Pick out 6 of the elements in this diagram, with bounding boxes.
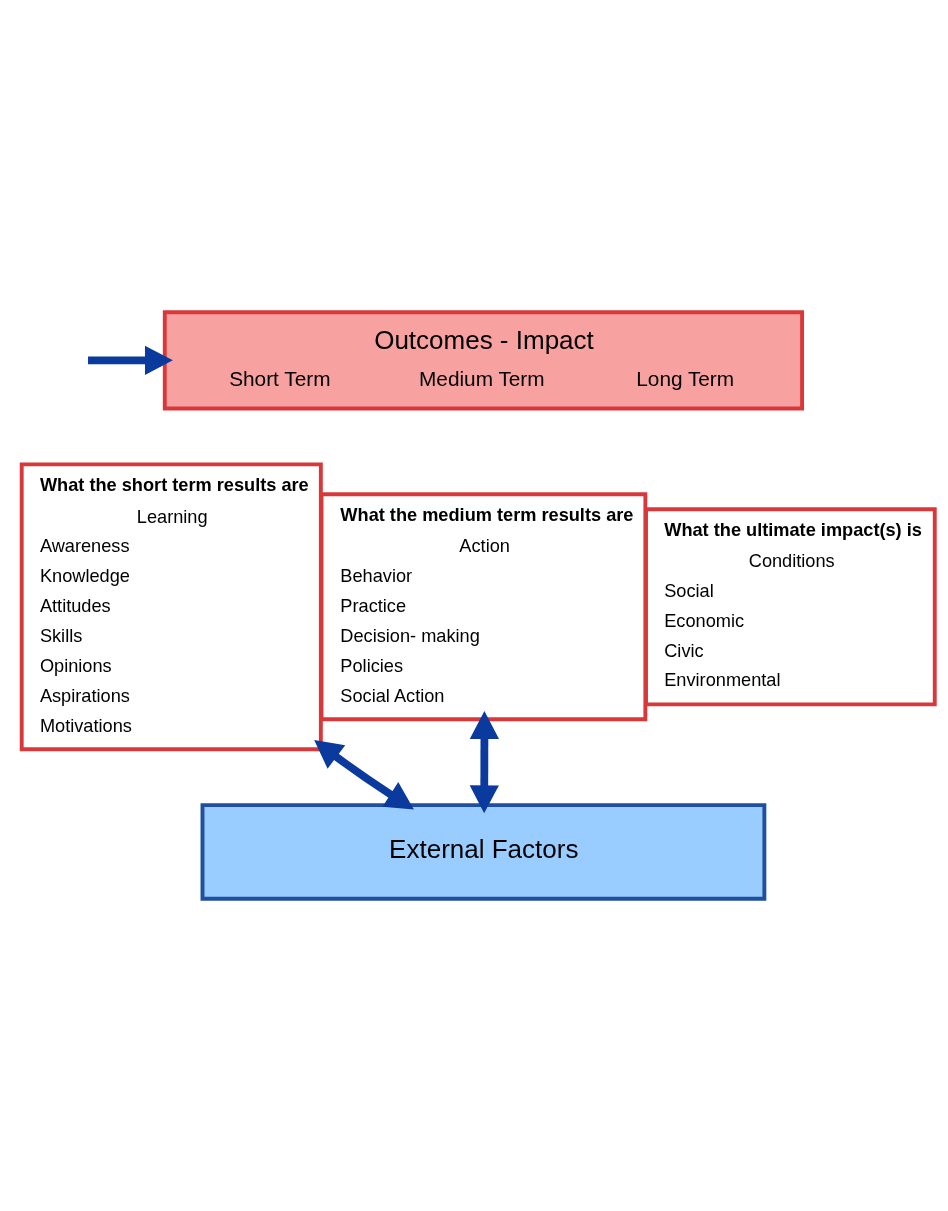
node-box: Outcomes - Impact Short Term Medium Term Long Term	[162, 310, 805, 411]
node-box: External Factors	[200, 803, 767, 901]
arrow	[314, 740, 414, 810]
node-box: What the ultimate impact(s) is Conditions Social Economic Civic Environmental	[644, 507, 937, 707]
arrow	[469, 711, 500, 814]
node-box: What the short term results are Learning Awareness Knowledge Attitudes Skills Opinions Aspirations Motivations	[19, 462, 323, 752]
